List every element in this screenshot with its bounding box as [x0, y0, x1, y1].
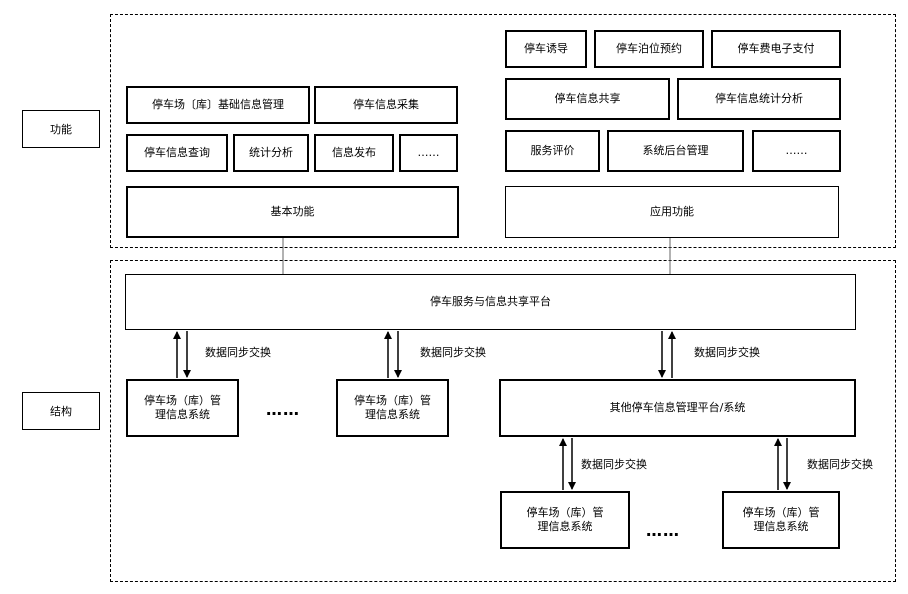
function-region — [110, 14, 896, 248]
ellipsis-left: …… — [266, 400, 300, 419]
basic-item-statistics: 统计分析 — [233, 134, 309, 172]
sync-label-middle: 数据同步交换 — [420, 346, 486, 359]
sub-system-line2: 理信息系统 — [537, 520, 593, 533]
sync-label-bottom-right: 数据同步交换 — [807, 458, 873, 471]
sub-system-box-bottom-right: 停车场（库）管理信息系统 — [722, 491, 840, 549]
app-item-backend-mgmt: 系统后台管理 — [607, 130, 744, 172]
sub-system-line1: 停车场（库）管 — [144, 394, 221, 407]
platform-box: 停车服务与信息共享平台 — [125, 274, 856, 330]
sub-system-line2: 理信息系统 — [155, 408, 210, 421]
app-function-title: 应用功能 — [505, 186, 839, 238]
basic-item-info-collection: 停车信息采集 — [314, 86, 458, 124]
sync-label-bottom-left: 数据同步交换 — [581, 458, 647, 471]
app-item-e-payment: 停车费电子支付 — [711, 30, 841, 68]
app-item-more: …… — [752, 130, 841, 172]
structure-label: 结构 — [22, 392, 100, 430]
function-label: 功能 — [22, 110, 100, 148]
app-item-info-sharing: 停车信息共享 — [505, 78, 670, 120]
sync-label-left: 数据同步交换 — [205, 346, 271, 359]
sub-system-box-middle: 停车场（库）管理信息系统 — [336, 379, 449, 437]
sub-system-line2: 理信息系统 — [753, 520, 809, 533]
ellipsis-bottom: …… — [646, 521, 680, 540]
basic-item-parking-info-mgmt: 停车场〔库〕基础信息管理 — [126, 86, 310, 124]
other-platform-box: 其他停车信息管理平台/系统 — [499, 379, 856, 437]
sub-system-line1: 停车场（库）管 — [526, 506, 604, 519]
sub-system-line1: 停车场（库）管 — [354, 394, 431, 407]
sub-system-box-bottom-left: 停车场（库）管理信息系统 — [500, 491, 630, 549]
sub-system-box-left: 停车场（库）管理信息系统 — [126, 379, 239, 437]
sync-label-right: 数据同步交换 — [694, 346, 760, 359]
basic-item-info-publish: 信息发布 — [314, 134, 394, 172]
basic-item-info-query: 停车信息查询 — [126, 134, 228, 172]
sub-system-line2: 理信息系统 — [365, 408, 420, 421]
app-item-guidance: 停车诱导 — [505, 30, 587, 68]
basic-item-more: …… — [399, 134, 458, 172]
app-item-info-statistics: 停车信息统计分析 — [677, 78, 841, 120]
app-item-reservation: 停车泊位预约 — [594, 30, 704, 68]
sub-system-line1: 停车场（库）管 — [742, 506, 820, 519]
app-item-service-evaluation: 服务评价 — [505, 130, 600, 172]
basic-function-title: 基本功能 — [126, 186, 459, 238]
structure-region — [110, 260, 896, 582]
